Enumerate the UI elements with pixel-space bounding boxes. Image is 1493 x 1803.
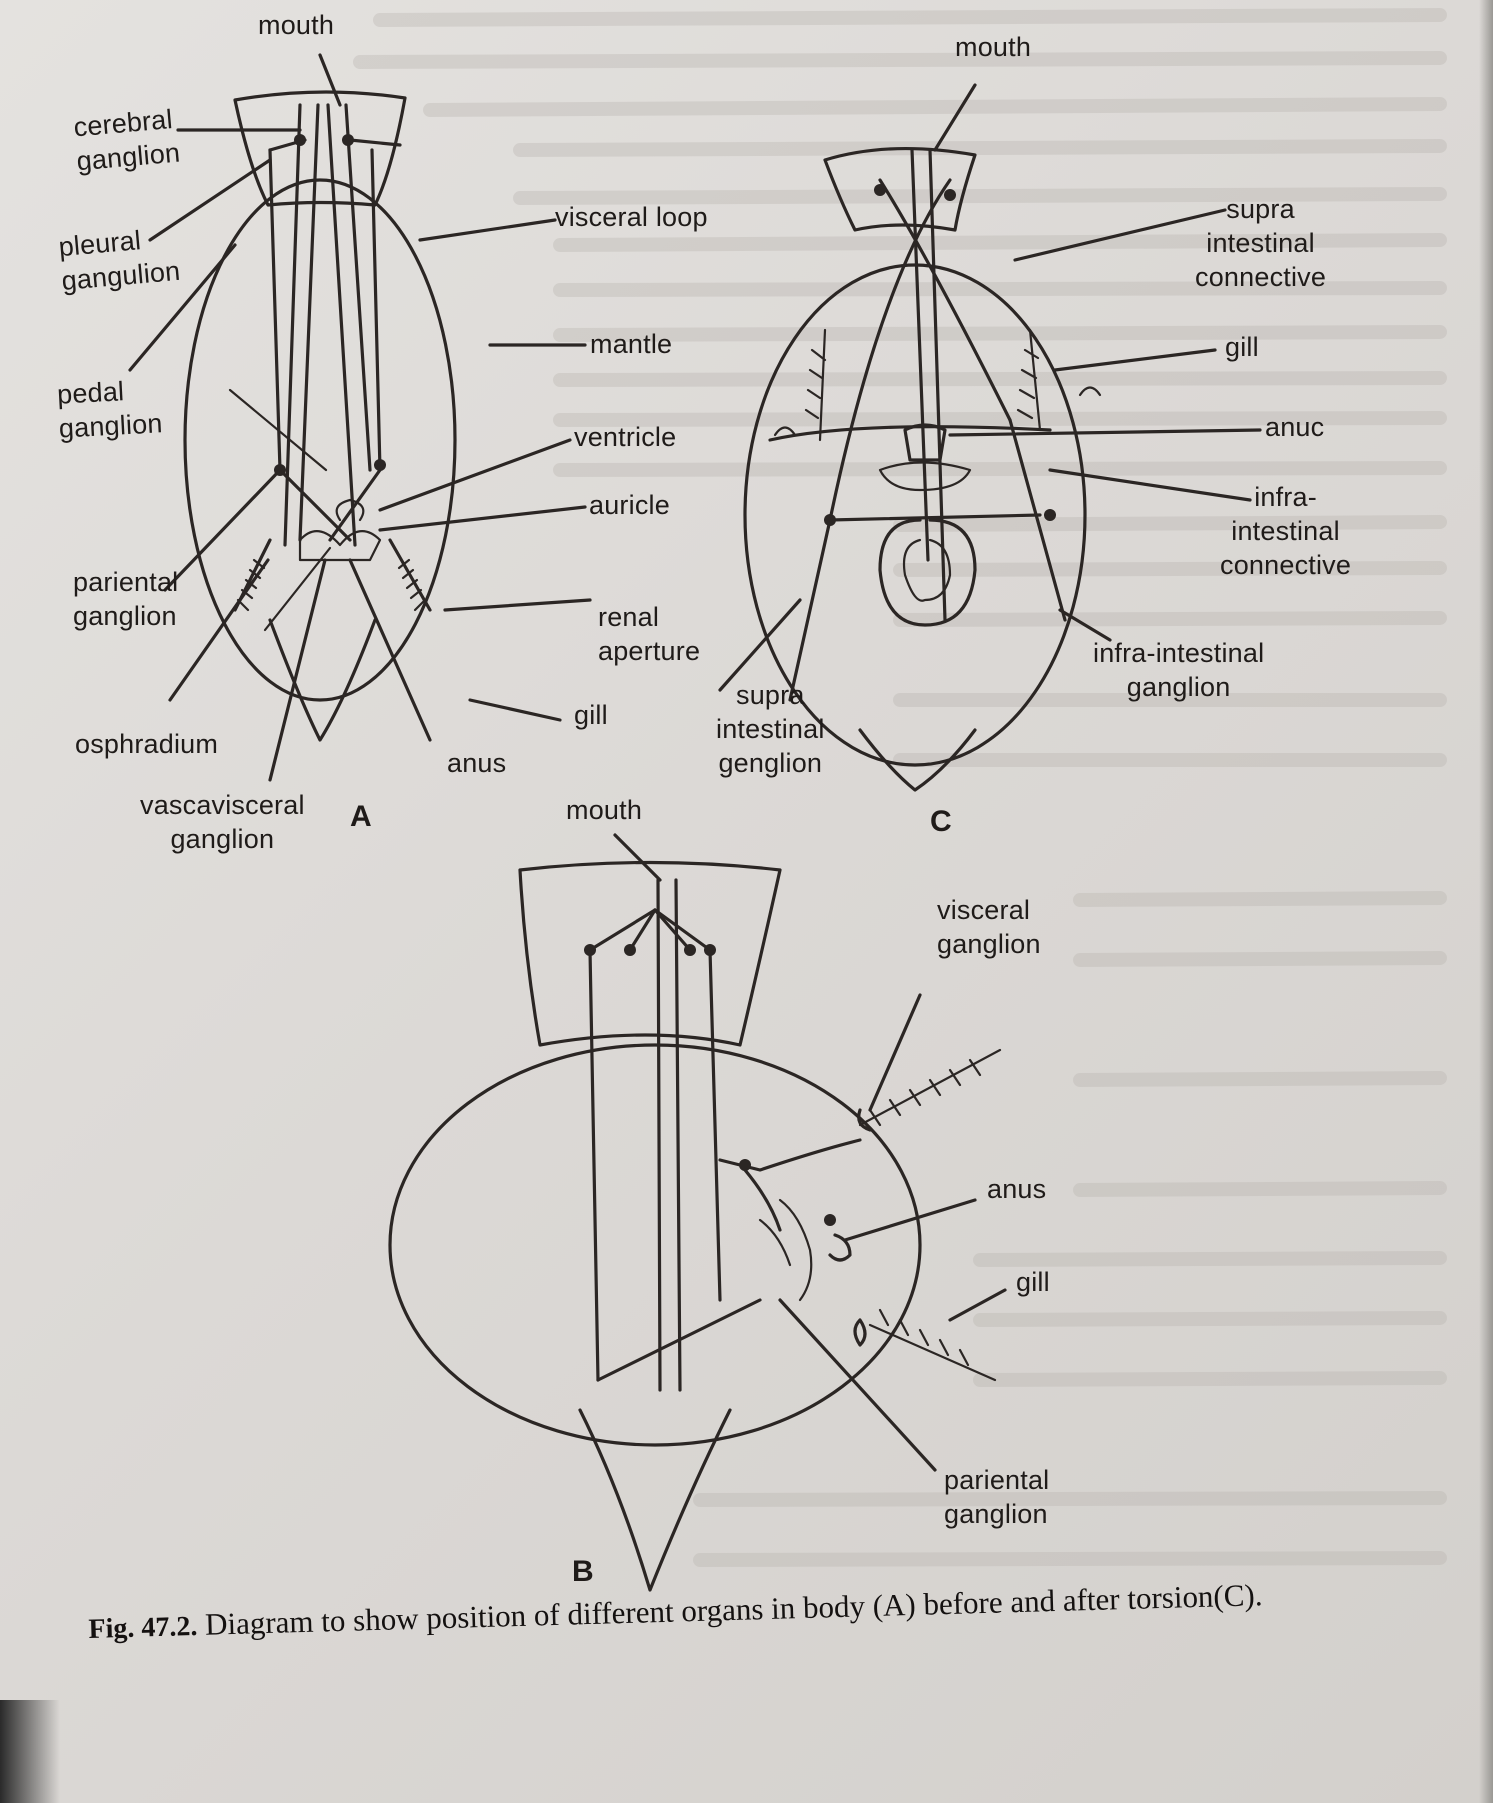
label-a-renal-aperture: renal aperture (598, 600, 700, 668)
label-c-mouth: mouth (955, 30, 1031, 64)
label-a-cerebral-ganglion: cerebral ganglion (72, 102, 181, 179)
label-a-mouth: mouth (258, 8, 334, 42)
figure-letter-b: B (572, 1555, 594, 1589)
label-a-anus: anus (447, 746, 506, 780)
figure-number: Fig. 47.2. (88, 1611, 198, 1645)
label-a-pedal-ganglion: pedal ganglion (56, 372, 163, 445)
figure-a-head (235, 92, 405, 205)
label-c-infra-intestinal-ganglion: infra-intestinal ganglion (1093, 636, 1264, 704)
figure-letter-c: C (930, 805, 952, 839)
label-c-gill: gill (1225, 330, 1259, 364)
label-a-pariental-ganglion: pariental ganglion (73, 565, 178, 633)
figure-c-head (825, 149, 975, 230)
label-b-visceral-ganglion: visceral ganglion (937, 893, 1041, 961)
label-a-mantle: mantle (590, 327, 672, 361)
label-a-auricle: auricle (589, 488, 670, 522)
figure-a-leaders (130, 55, 590, 780)
label-c-infra-intestinal-connective: infra- intestinal connective (1220, 480, 1351, 582)
label-a-vascavisceral-ganglion: vascavisceral ganglion (140, 788, 305, 856)
figure-c-leaders (720, 85, 1260, 690)
label-c-supra-intestinal-ganglion: supra intestinal genglion (716, 678, 825, 780)
label-c-anus: anuc (1265, 410, 1324, 444)
label-a-ventricle: ventricle (574, 420, 676, 454)
label-b-anus: anus (987, 1172, 1046, 1206)
label-b-gill: gill (1016, 1265, 1050, 1299)
label-a-pleural-ganglion: pleural gangulion (57, 220, 181, 298)
figure-b-head (520, 863, 780, 1046)
figure-b-mantle (390, 1045, 920, 1445)
label-b-pariental-ganglion: pariental ganglion (944, 1463, 1049, 1531)
label-a-gill: gill (574, 698, 608, 732)
figure-b-foot (580, 1410, 730, 1590)
label-b-mouth: mouth (566, 793, 642, 827)
label-a-visceral-loop: visceral loop (555, 200, 708, 234)
figure-letter-a: A (350, 800, 372, 834)
label-a-osphradium: osphradium (75, 727, 218, 761)
figure-b-intermediate (390, 863, 1000, 1591)
label-c-supra-intestinal-connective: supra intestinal connective (1195, 192, 1326, 294)
